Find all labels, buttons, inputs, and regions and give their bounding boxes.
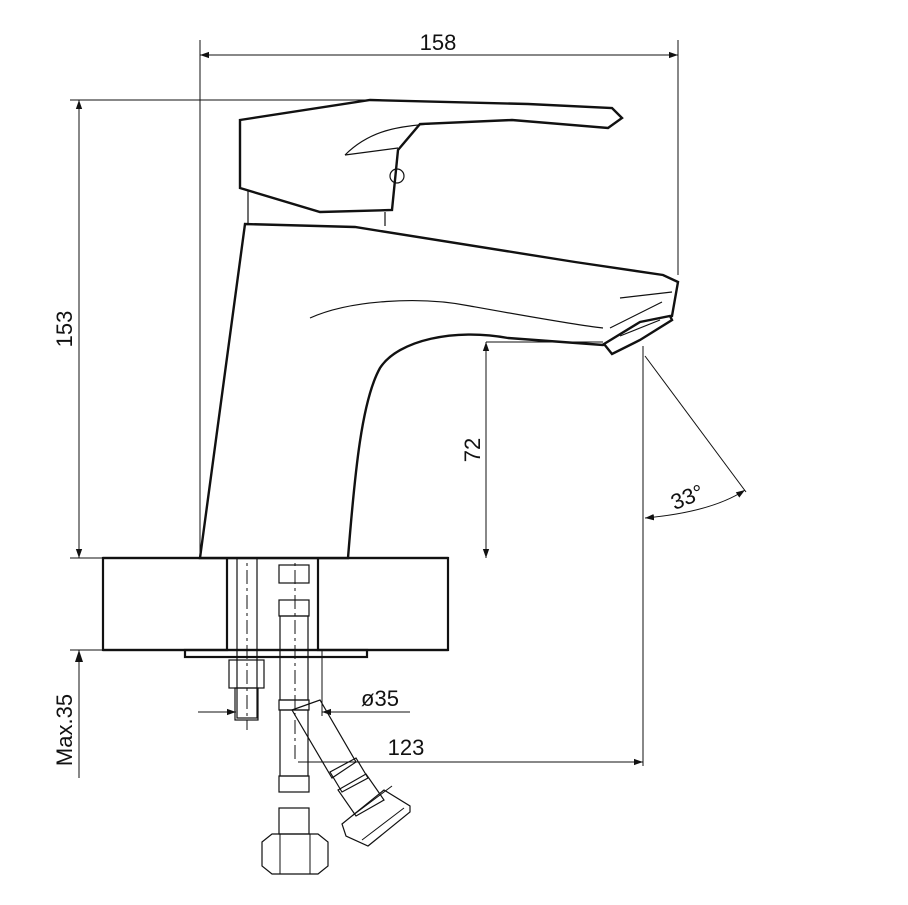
dimension-hole-diameter: ø35 bbox=[361, 686, 399, 711]
dimension-lines bbox=[70, 40, 747, 778]
dimension-overall-width: 158 bbox=[420, 30, 457, 55]
dimension-max-thickness: Max.35 bbox=[52, 694, 77, 766]
dimension-spout-reach: 123 bbox=[388, 735, 425, 760]
lever-handle bbox=[238, 98, 624, 226]
countertop-section bbox=[101, 556, 450, 659]
flexible-hoses bbox=[261, 520, 411, 875]
dimension-spout-clearance: 72 bbox=[460, 438, 485, 462]
faucet-body bbox=[198, 222, 680, 560]
dimension-overall-height: 153 bbox=[52, 311, 77, 348]
dimension-spout-angle: 33° bbox=[667, 479, 707, 515]
dimension-labels: 158 153 72 33° ø35 123 Max.35 bbox=[52, 30, 707, 766]
